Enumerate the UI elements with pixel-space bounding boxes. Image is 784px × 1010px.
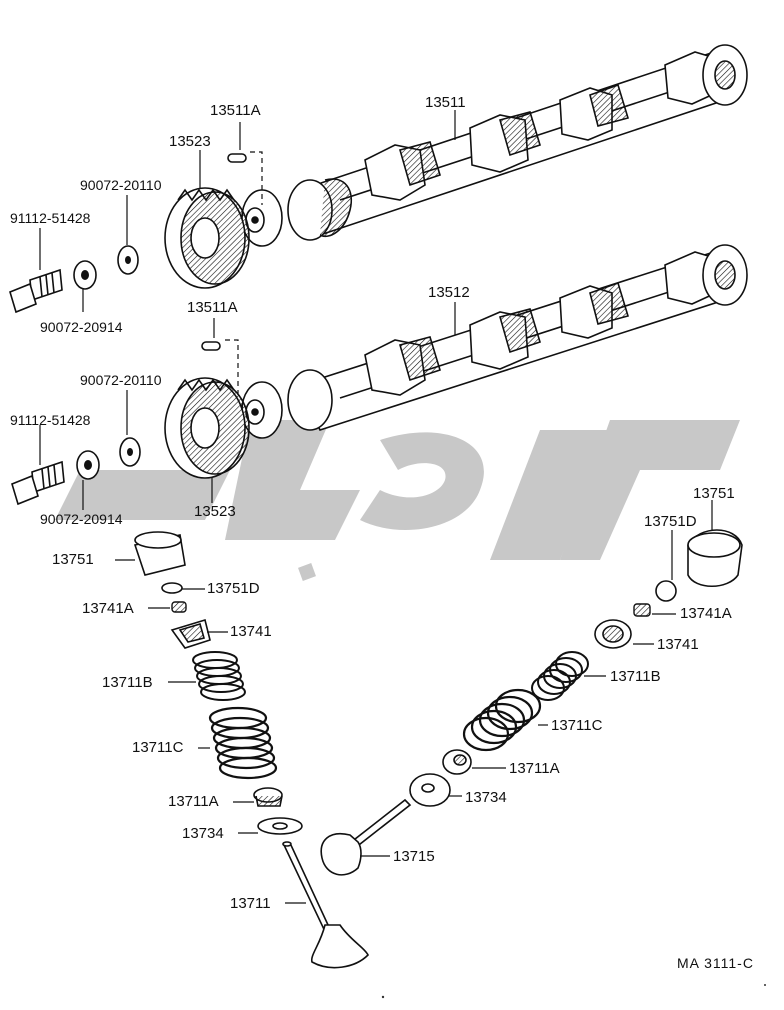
label-13711A-left: 13711A [168, 793, 219, 810]
lifter-13751-left [133, 531, 186, 576]
label-13741-left: 13741 [230, 623, 272, 640]
label-13711A-right: 13711A [509, 760, 560, 777]
spring-13711B-right [531, 651, 589, 701]
washer-90072-20914-upper [73, 260, 97, 290]
leader-lines-right [360, 500, 713, 857]
shim-13751D-left [161, 582, 183, 594]
pin-13511A-middle [201, 341, 221, 351]
cam-lobes-13512 [364, 251, 719, 396]
label-13734-left: 13734 [182, 825, 224, 842]
label-13715: 13715 [393, 848, 435, 865]
gear-13523-middle [164, 377, 250, 479]
label-13751D-right: 13751D [644, 513, 697, 530]
spring-13711B-left [192, 651, 246, 701]
pin-13511A-upper [227, 153, 247, 163]
shim-13751D-right [655, 580, 677, 602]
label-13751D-left: 13751D [207, 580, 260, 597]
label-13711B-right: 13711B [610, 668, 661, 685]
seat-13734-right [409, 773, 451, 807]
cam-lobes-13511 [364, 51, 719, 201]
label-13751-right: 13751 [693, 485, 735, 502]
label-13711B-left: 13711B [102, 674, 153, 691]
valve-13711 [282, 841, 369, 969]
retainer-13741-right [594, 619, 632, 649]
leader-lines-upper [82, 110, 456, 312]
label-91112-51428-upper: 91112-51428 [10, 210, 91, 226]
label-90072-20110-middle: 90072-20110 [80, 372, 162, 388]
label-13741-right: 13741 [657, 636, 699, 653]
watermark-logo [55, 420, 740, 581]
valve-13715 [320, 798, 412, 876]
camshaft-13512 [241, 244, 748, 439]
spring-13711C-left [208, 706, 278, 780]
label-13711C-right: 13711C [551, 717, 603, 734]
label-13711: 13711 [230, 895, 271, 912]
bolt-91112-51428-upper [9, 268, 63, 314]
keeper-13741A-left [171, 601, 187, 613]
leader-lines-left [115, 559, 306, 904]
label-90072-20914-middle: 90072-20914 [40, 511, 123, 527]
label-13511A-middle: 13511A [187, 299, 238, 316]
label-90072-20110-upper: 90072-20110 [80, 177, 162, 193]
seal-13711A-right [442, 749, 472, 775]
washer-90072-20914-middle [76, 450, 100, 480]
label-90072-20914-upper: 90072-20914 [40, 319, 123, 335]
seal-13711A-left [253, 787, 283, 807]
bolt-91112-51428-middle [11, 460, 65, 506]
retainer-13741-left [170, 618, 211, 649]
label-13711C-left: 13711C [132, 739, 184, 756]
keeper-13741A-right [633, 603, 651, 617]
camshaft-13511 [241, 44, 748, 247]
seat-13734-left [257, 817, 303, 835]
label-13512: 13512 [428, 284, 470, 301]
label-13741A-left: 13741A [82, 600, 134, 617]
diagram-code: MA 3111-C [677, 955, 754, 971]
lifter-13751-right [687, 529, 743, 587]
label-13523-middle: 13523 [194, 503, 236, 520]
washer-90072-20110-middle [119, 437, 141, 467]
washer-90072-20110-upper [117, 245, 139, 275]
label-13523-upper: 13523 [169, 133, 211, 150]
gear-13523-upper [164, 187, 250, 289]
label-13751-left: 13751 [52, 551, 94, 568]
label-91112-51428-middle: 91112-51428 [10, 412, 91, 428]
label-13511A-upper: 13511A [210, 102, 261, 119]
label-13734-right: 13734 [465, 789, 507, 806]
spring-13711C-right [462, 688, 542, 752]
label-13511: 13511 [425, 94, 466, 111]
label-13741A-right: 13741A [680, 605, 732, 622]
